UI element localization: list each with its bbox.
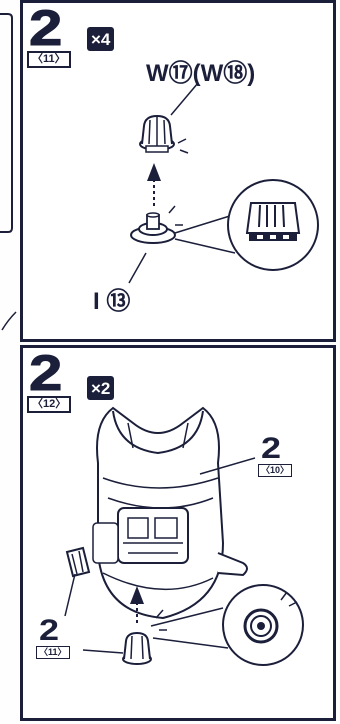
part-i13-installed [67, 548, 89, 576]
step-panel-1: 2 〈11〉 ×4 W⑰(W⑱) I ⑬ [20, 0, 336, 342]
detail-socket-view [245, 610, 277, 642]
assembly-illustration [23, 3, 333, 339]
part-i13 [131, 213, 175, 243]
part-w17 [123, 633, 151, 664]
detail-enlarged-part [247, 203, 299, 241]
torso-part [93, 408, 247, 618]
prev-column-fragment [0, 0, 20, 724]
part-w17 [140, 116, 174, 152]
step-panel-2: 2 〈12〉 ×2 2 〈10〉 2 〈11〉 [20, 345, 336, 721]
assembly-illustration [23, 348, 333, 718]
